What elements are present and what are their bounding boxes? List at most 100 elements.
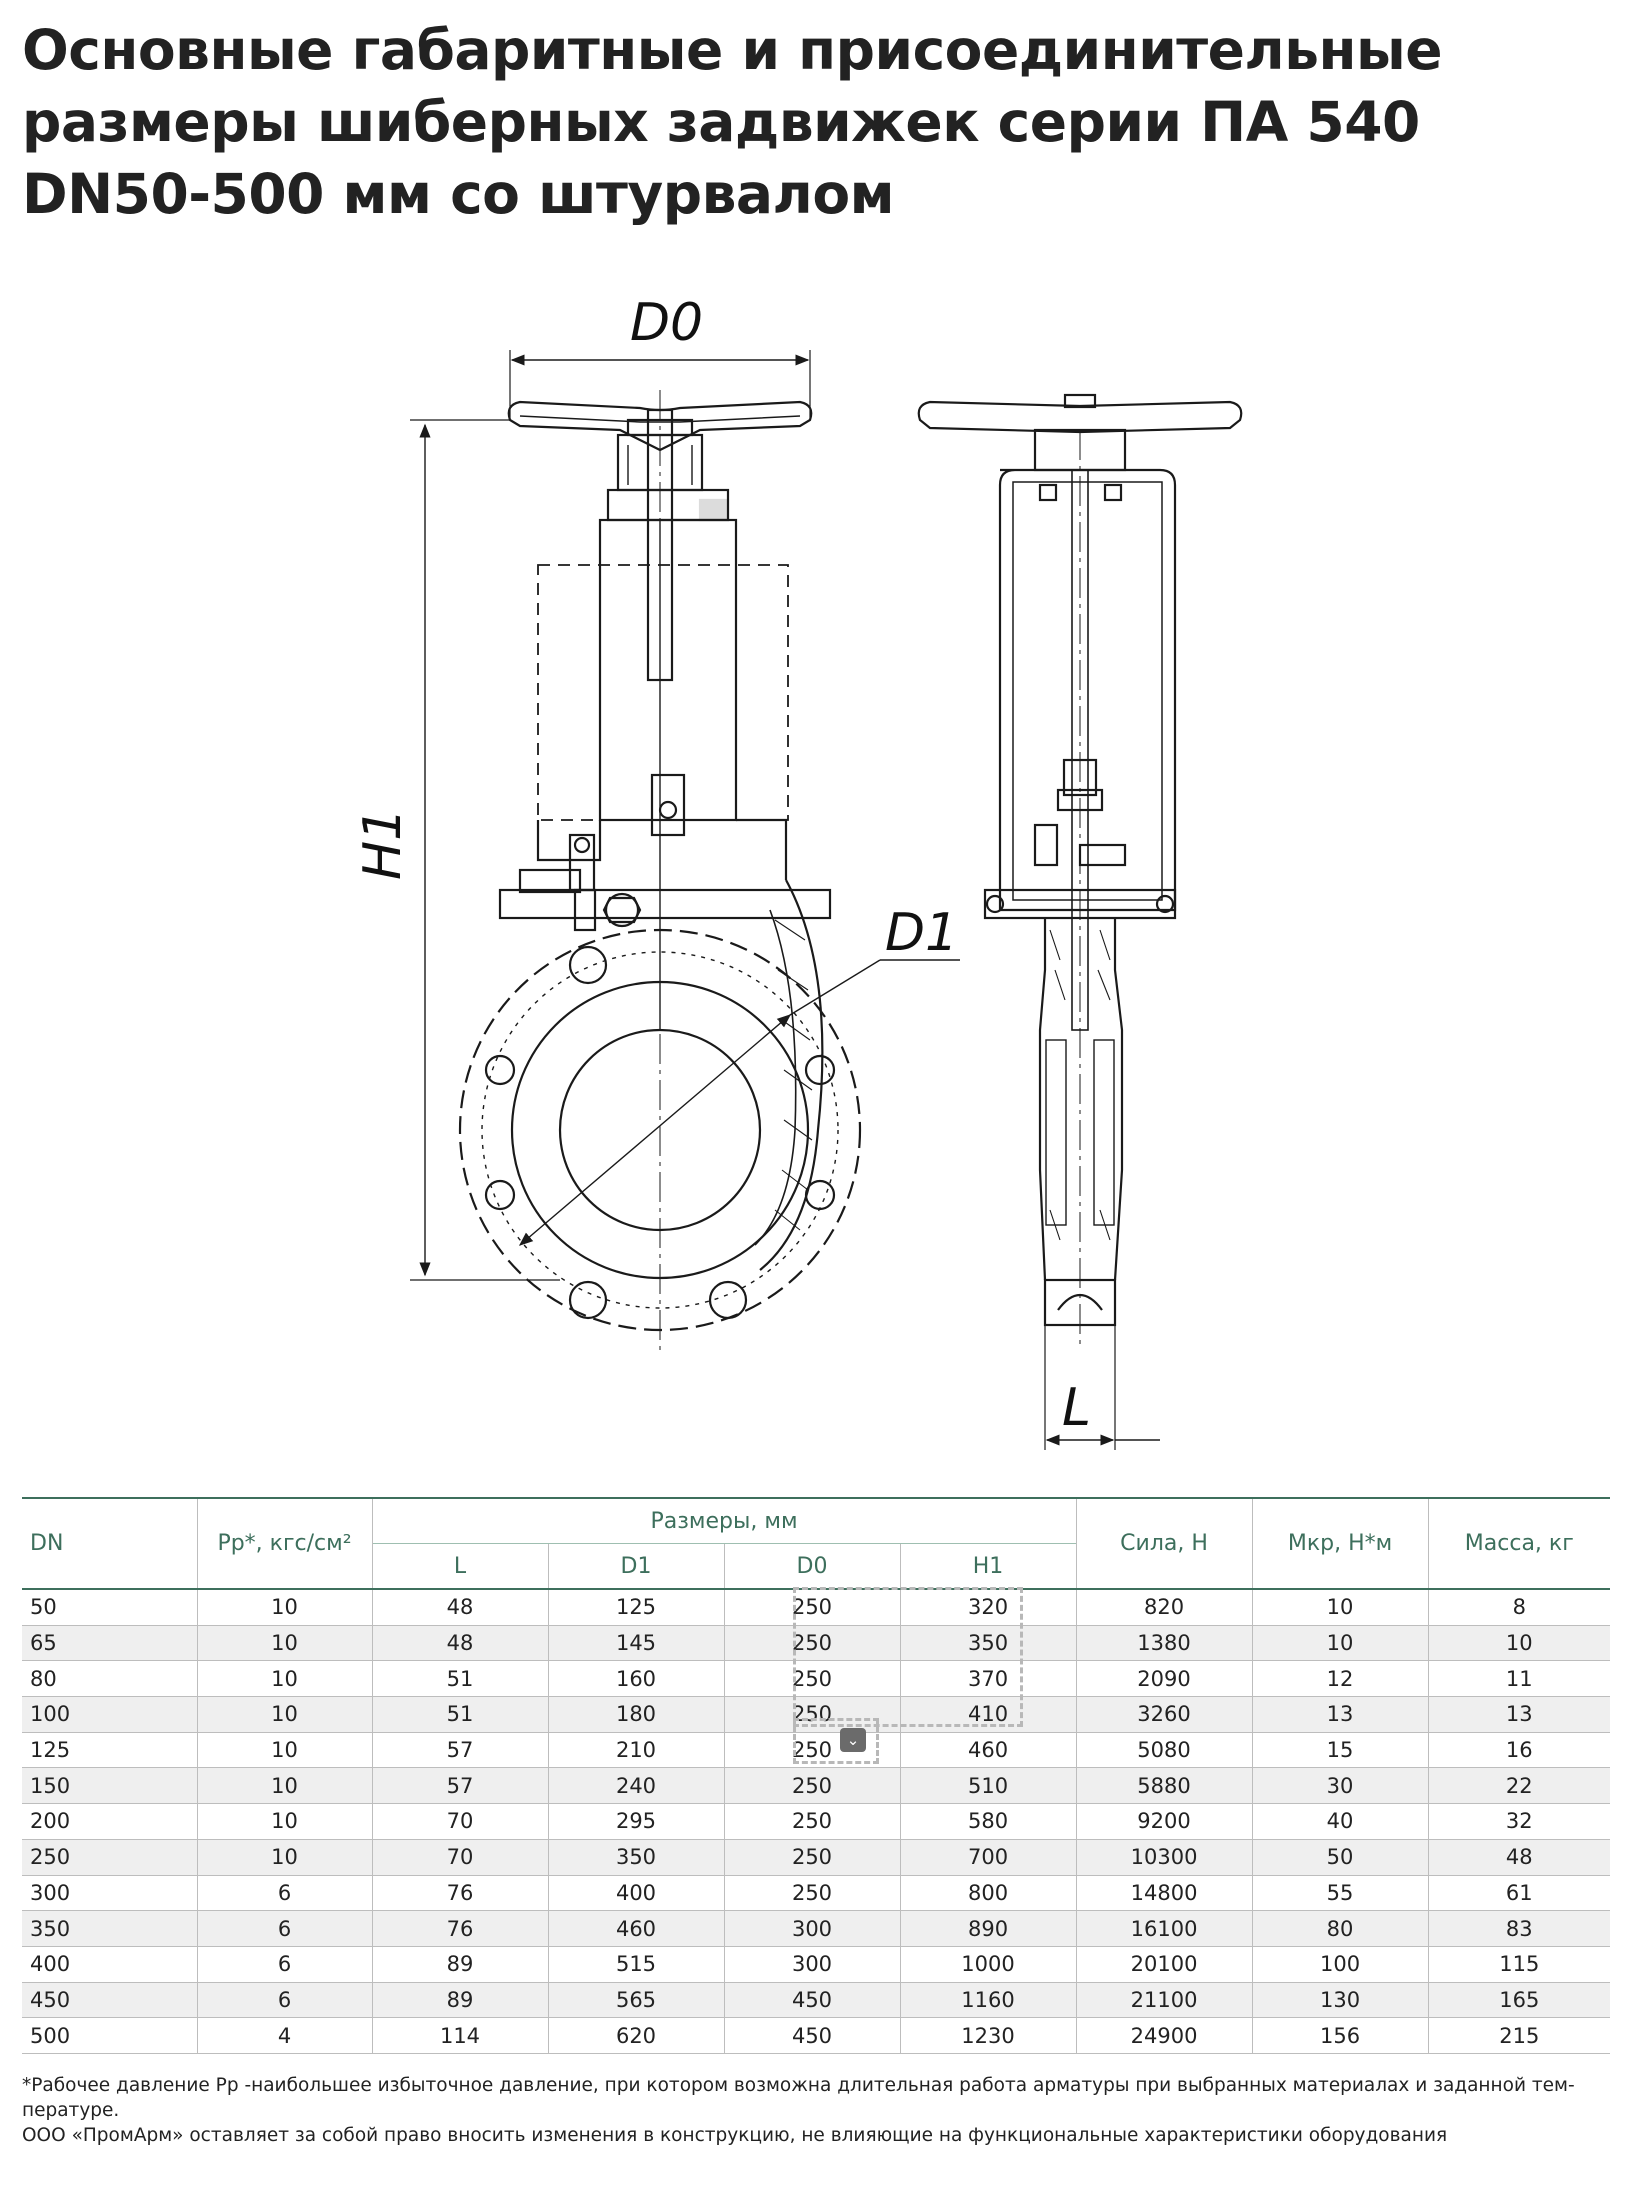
cell-d1: 620 [547,2017,724,2054]
footnote: *Рабочее давление Рр -наибольшее избыточ… [22,2073,1612,2148]
cell-pressure: 10 [196,1589,372,1626]
cell-d1: 515 [547,1946,724,1983]
cell-force: 5880 [1075,1767,1253,1805]
page-title: Основные габаритные и присоединительные … [22,18,1443,226]
header-dn: DN [22,1497,197,1590]
cell-force: 2090 [1075,1660,1253,1698]
cell-torque: 50 [1251,1839,1429,1876]
cell-d0: 250 [723,1875,900,1912]
cell-mass: 215 [1427,2017,1611,2054]
cell-h1: 700 [899,1839,1077,1876]
cell-h1: 1160 [899,1982,1077,2019]
cell-mass: 8 [1427,1589,1611,1626]
cell-l: 51 [371,1696,548,1733]
cell-dn: 65 [22,1625,197,1662]
cell-dn: 125 [22,1732,197,1769]
footnote-line-2: пературе. [22,2100,120,2121]
cell-d1: 240 [547,1767,724,1805]
cell-dn: 500 [22,2017,197,2054]
cell-d0: 300 [723,1910,900,1947]
cell-d0: 250 [723,1696,900,1733]
cell-dn: 80 [22,1660,197,1698]
cell-force: 14800 [1075,1875,1253,1912]
front-view [410,350,960,1350]
cell-mass: 13 [1427,1696,1611,1733]
cell-force: 16100 [1075,1910,1253,1947]
cell-d1: 125 [547,1589,724,1626]
cell-d0: 300 [723,1946,900,1983]
cell-l: 76 [371,1910,548,1947]
cell-d1: 460 [547,1910,724,1947]
header-l: L [371,1543,548,1590]
cell-pressure: 10 [196,1732,372,1769]
cell-h1: 410 [899,1696,1077,1733]
cell-h1: 460 [899,1732,1077,1769]
cell-d0: 250 [723,1589,900,1626]
cell-h1: 320 [899,1589,1077,1626]
cell-pressure: 6 [196,1982,372,2019]
cell-d0: 250 [723,1767,900,1805]
cell-d1: 210 [547,1732,724,1769]
cell-d1: 160 [547,1660,724,1698]
cell-torque: 130 [1251,1982,1429,2019]
cell-torque: 15 [1251,1732,1429,1769]
label-d0: D0 [630,293,703,353]
cell-d0: 250 [723,1839,900,1876]
cell-d1: 180 [547,1696,724,1733]
cell-pressure: 10 [196,1696,372,1733]
cell-mass: 61 [1427,1875,1611,1912]
side-view [917,393,1243,1450]
header-pressure: Рр*, кгс/см² [196,1497,372,1590]
cell-dn: 100 [22,1696,197,1733]
cell-force: 3260 [1075,1696,1253,1733]
cell-force: 820 [1075,1589,1253,1626]
cell-l: 70 [371,1839,548,1876]
cell-h1: 370 [899,1660,1077,1698]
label-h1: H1 [353,808,413,880]
chevron-down-icon[interactable]: ⌄ [840,1728,866,1752]
valve-drawing-svg: D0 H1 D1 L [353,293,1243,1450]
header-torque: Мкр, Н*м [1251,1497,1429,1590]
header-force: Сила, Н [1075,1497,1253,1590]
cell-mass: 16 [1427,1732,1611,1769]
cell-torque: 12 [1251,1660,1429,1698]
cell-force: 20100 [1075,1946,1253,1983]
cell-torque: 80 [1251,1910,1429,1947]
cell-h1: 580 [899,1803,1077,1840]
cell-d0: 250 [723,1803,900,1840]
header-sizes-group: Размеры, мм [371,1497,1077,1544]
cell-h1: 890 [899,1910,1077,1947]
cell-force: 1380 [1075,1625,1253,1662]
cell-h1: 800 [899,1875,1077,1912]
cell-torque: 10 [1251,1589,1429,1626]
cell-pressure: 6 [196,1946,372,1983]
cell-mass: 165 [1427,1982,1611,2019]
header-d1: D1 [547,1543,724,1590]
cell-d0: 450 [723,1982,900,2019]
cell-d1: 145 [547,1625,724,1662]
cell-mass: 22 [1427,1767,1611,1805]
cell-pressure: 10 [196,1803,372,1840]
cell-d1: 565 [547,1982,724,2019]
cell-force: 24900 [1075,2017,1253,2054]
cell-l: 114 [371,2017,548,2054]
cell-l: 48 [371,1625,548,1662]
cell-h1: 510 [899,1767,1077,1805]
cell-d1: 295 [547,1803,724,1840]
label-d1: D1 [885,903,958,963]
cell-h1: 350 [899,1625,1077,1662]
cell-pressure: 10 [196,1660,372,1698]
cell-dn: 350 [22,1910,197,1947]
cell-pressure: 6 [196,1875,372,1912]
cell-dn: 250 [22,1839,197,1876]
